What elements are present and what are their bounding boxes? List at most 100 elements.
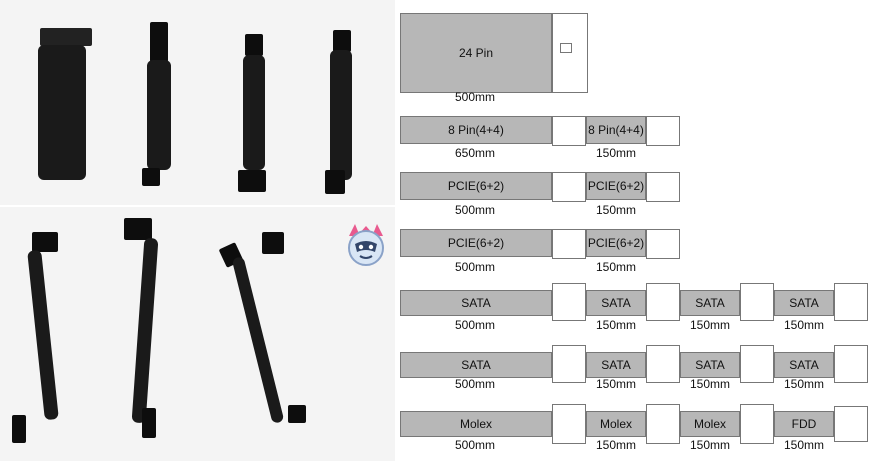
cable-length: 500mm (454, 203, 495, 217)
cable-label: Molex (599, 417, 632, 431)
cable-sata: SATA (774, 290, 834, 316)
fdd-plug-icon (834, 406, 868, 442)
sata-plug-icon (834, 345, 868, 383)
cable-molex: Molex (680, 411, 740, 437)
pcie-connector (238, 170, 266, 192)
sata-plug-icon (740, 283, 774, 321)
cable-sata: SATA (680, 290, 740, 316)
cable-bundle-sata-2 (131, 237, 159, 424)
cable-length: 500mm (454, 90, 495, 104)
cable-bundle-cpu-1 (147, 60, 171, 170)
cpu-8pin-plug-icon (646, 116, 680, 146)
cable-length: 150mm (783, 377, 824, 391)
cable-label: SATA (461, 296, 491, 310)
pcie-plug-icon (646, 229, 680, 259)
cable-length-diagram: 24 Pin 500mm 8 Pin(4+4) 8 Pin(4+4) 650mm… (395, 0, 880, 461)
molex-plug-icon (552, 404, 586, 444)
cable-length: 150mm (689, 377, 730, 391)
cable-label: 24 Pin (458, 46, 494, 60)
cable-bundle-sata-1 (27, 249, 59, 421)
atx-24pin-plug-icon (552, 13, 588, 93)
pcie-plug-icon (552, 229, 586, 259)
cable-pcie: PCIE(6+2) (400, 172, 552, 200)
cable-length: 650mm (454, 146, 495, 160)
cable-label: SATA (695, 358, 725, 372)
pcie-plug-icon (646, 172, 680, 202)
cable-length: 500mm (454, 377, 495, 391)
cable-label: SATA (601, 358, 631, 372)
cable-sata: SATA (774, 352, 834, 378)
cable-label: SATA (789, 296, 819, 310)
cable-bundle-pcie-1 (243, 55, 265, 170)
cable-photo-panel (0, 0, 395, 461)
atx-24pin-connector (40, 28, 92, 46)
cable-length: 150mm (783, 318, 824, 332)
cable-label: PCIE(6+2) (447, 236, 505, 250)
sata-plug-icon (646, 283, 680, 321)
cable-length: 150mm (595, 438, 636, 452)
cable-length: 150mm (689, 438, 730, 452)
pcie-plug-icon (552, 172, 586, 202)
cable-bundle-molex (231, 256, 285, 424)
cable-bundle-24pin (38, 45, 86, 180)
cable-length: 150mm (689, 318, 730, 332)
sata-connector (32, 232, 58, 252)
cable-length: 150mm (595, 146, 636, 160)
mascot-logo-icon (348, 224, 384, 266)
cable-label: Molex (459, 417, 492, 431)
pcie-connector (325, 170, 345, 194)
cable-fdd: FDD (774, 411, 834, 437)
cable-pcie: PCIE(6+2) (586, 172, 646, 200)
cable-pcie: PCIE(6+2) (400, 229, 552, 257)
cpu-8pin-connector (142, 168, 160, 186)
cable-label: PCIE(6+2) (587, 179, 645, 193)
pcie-connector (333, 30, 351, 52)
cpu-8pin-connector (150, 22, 168, 62)
sata-plug-icon (834, 283, 868, 321)
sata-plug-icon (552, 283, 586, 321)
molex-connector (262, 232, 284, 254)
cable-length: 150mm (595, 377, 636, 391)
cable-sata: SATA (400, 352, 552, 378)
cable-8pin: 8 Pin(4+4) (400, 116, 552, 144)
cable-length: 500mm (454, 438, 495, 452)
cable-sata: SATA (400, 290, 552, 316)
sata-connector (142, 408, 156, 438)
molex-plug-icon (646, 404, 680, 444)
cable-sata: SATA (586, 290, 646, 316)
cable-label: SATA (461, 358, 491, 372)
cable-8pin: 8 Pin(4+4) (586, 116, 646, 144)
cable-sata: SATA (586, 352, 646, 378)
sata-connector (124, 218, 152, 240)
cable-label: 8 Pin(4+4) (588, 123, 644, 137)
cable-label: SATA (601, 296, 631, 310)
cable-label: FDD (791, 417, 817, 431)
pcie-connector (245, 34, 263, 56)
cable-length: 500mm (454, 260, 495, 274)
sata-plug-icon (646, 345, 680, 383)
cable-bundle-pcie-2 (330, 50, 352, 180)
photo-divider (0, 205, 395, 207)
sata-plug-icon (552, 345, 586, 383)
cable-length: 150mm (595, 260, 636, 274)
cable-length: 150mm (595, 318, 636, 332)
cable-length: 150mm (783, 438, 824, 452)
cable-molex: Molex (586, 411, 646, 437)
sata-connector (12, 415, 26, 443)
cable-sata: SATA (680, 352, 740, 378)
atx-latch-icon (560, 43, 572, 53)
sata-plug-icon (740, 345, 774, 383)
molex-plug-icon (740, 404, 774, 444)
cable-label: SATA (789, 358, 819, 372)
cable-length: 150mm (595, 203, 636, 217)
cable-label: SATA (695, 296, 725, 310)
cable-length: 500mm (454, 318, 495, 332)
cable-pcie: PCIE(6+2) (586, 229, 646, 257)
cpu-8pin-plug-icon (552, 116, 586, 146)
fdd-connector (288, 405, 306, 423)
cable-label: PCIE(6+2) (447, 179, 505, 193)
cable-label: PCIE(6+2) (587, 236, 645, 250)
cable-molex: Molex (400, 411, 552, 437)
cable-24pin: 24 Pin (400, 13, 552, 93)
cable-label: 8 Pin(4+4) (448, 123, 504, 137)
